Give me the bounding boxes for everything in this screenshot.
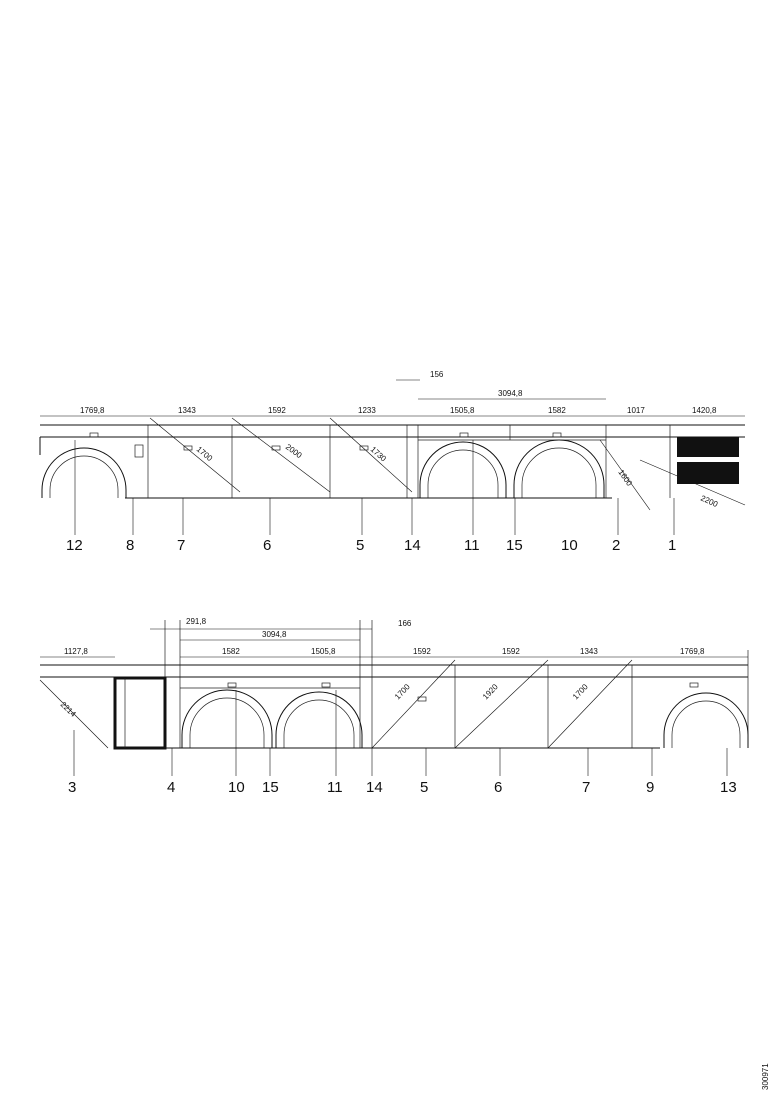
dim-text: 1592: [268, 406, 286, 415]
top-callouts: 12 8 7 6 5 14 11 15 10 2 1: [66, 537, 676, 554]
diag-text: 1730: [369, 445, 389, 464]
callout-number: 14: [404, 537, 421, 554]
callout-number: 6: [263, 537, 271, 554]
dim-text: 3094,8: [262, 630, 287, 639]
callout-number: 15: [262, 779, 279, 796]
dim-text: 1127,8: [64, 647, 88, 656]
door-frame: [113, 676, 167, 750]
black-panel-lower: [677, 462, 739, 484]
bottom-leaders: [73, 690, 728, 776]
top-panel-strip: [39, 379, 746, 511]
callout-number: 7: [582, 779, 590, 796]
callout-number: 2: [612, 537, 620, 554]
diag-text: 1700: [393, 682, 412, 701]
dim-text: 1582: [222, 647, 240, 656]
dim-text: 3094,8: [498, 389, 523, 398]
dim-text: 1582: [548, 406, 566, 415]
callout-number: 10: [561, 537, 578, 554]
callout-number: 8: [126, 537, 134, 554]
dim-text: 1592: [413, 647, 431, 656]
dim-text: 1505,8: [450, 406, 475, 415]
diag-text: 2000: [284, 442, 304, 460]
black-panel-upper: [677, 437, 739, 457]
dim-text: 1505,8: [311, 647, 336, 656]
diag-text: 1600: [616, 468, 634, 488]
bottom-dimensions: 1127,8 291,8 3094,8 1582 1505,8 166 1592…: [59, 617, 705, 719]
callout-number: 15: [506, 537, 523, 554]
dim-text: 1592: [502, 647, 520, 656]
callout-number: 14: [366, 779, 383, 796]
callout-number: 5: [420, 779, 428, 796]
diag-text: 1700: [195, 445, 215, 464]
callout-number: 3: [68, 779, 76, 796]
callout-number: 1: [668, 537, 676, 554]
callout-number: 4: [167, 779, 175, 796]
callout-number: 10: [228, 779, 245, 796]
callout-number: 5: [356, 537, 364, 554]
callout-number: 7: [177, 537, 185, 554]
dim-text: 1343: [580, 647, 598, 656]
diag-text: 2214: [59, 700, 78, 719]
dim-text: 1769,8: [80, 406, 105, 415]
callout-number: 12: [66, 537, 83, 554]
dim-text: 291,8: [186, 617, 207, 626]
bottom-callouts: 3 4 10 15 11 14 5 6 7 9 13: [68, 779, 737, 796]
dim-text: 1233: [358, 406, 376, 415]
figure-id: 300971: [761, 1063, 770, 1090]
dim-text: 1017: [627, 406, 645, 415]
top-leaders: [74, 440, 675, 535]
diag-text: 2200: [699, 494, 719, 510]
callout-number: 9: [646, 779, 654, 796]
dim-text: 1420,8: [692, 406, 717, 415]
callout-number: 11: [464, 537, 480, 554]
callout-number: 6: [494, 779, 502, 796]
callout-number: 11: [327, 779, 343, 796]
dim-text: 1769,8: [680, 647, 705, 656]
callout-number: 13: [720, 779, 737, 796]
diag-text: 1700: [571, 682, 590, 701]
dim-text: 166: [398, 619, 412, 628]
dim-text: 156: [430, 370, 444, 379]
diag-text: 1920: [481, 682, 500, 701]
bottom-panel-strip: [39, 620, 749, 750]
dim-text: 1343: [178, 406, 196, 415]
